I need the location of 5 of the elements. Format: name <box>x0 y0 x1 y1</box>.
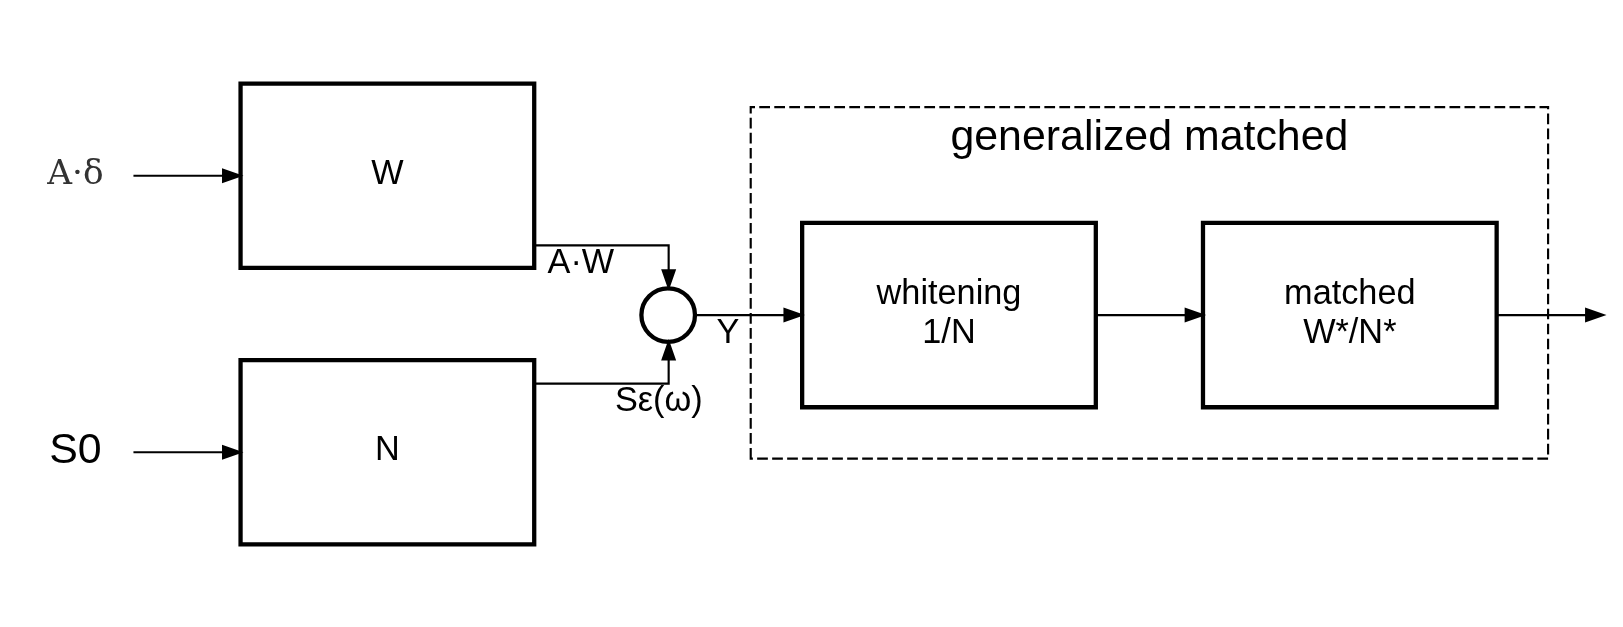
node-text: A·δ <box>47 151 104 192</box>
edge-label: Y <box>716 311 740 350</box>
node-text: S0 <box>49 423 102 472</box>
edge-label: A·W <box>547 241 615 280</box>
edge-label: Sε(ω) <box>614 379 703 418</box>
